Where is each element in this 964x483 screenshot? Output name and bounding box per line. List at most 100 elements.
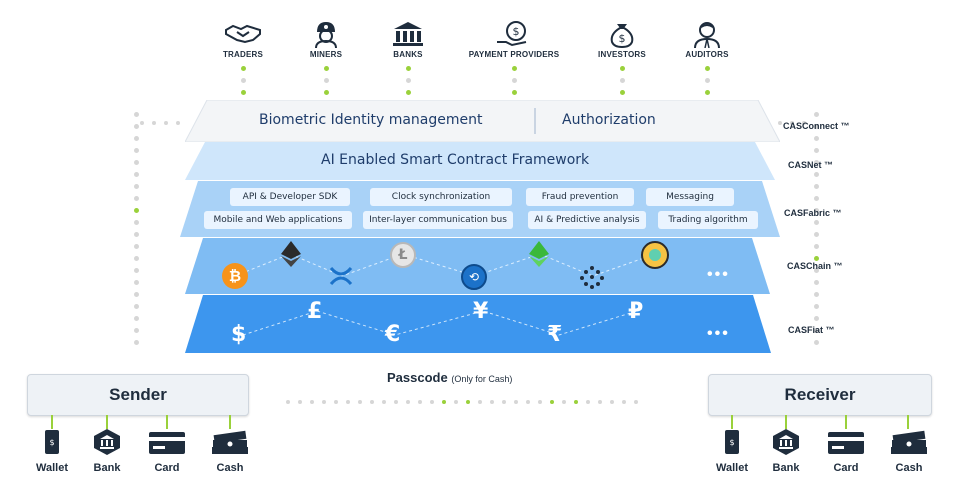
receiver-card: Card: [821, 429, 871, 474]
layer-casnet-shape: [185, 142, 775, 180]
bank-label: Bank: [93, 462, 121, 474]
cash-icon: [212, 430, 248, 454]
bank-label: Bank: [772, 462, 800, 474]
wallet-phone-icon: $: [725, 430, 739, 454]
vechain-icon: ⟲: [461, 264, 487, 290]
yen-symbol: ¥: [473, 299, 489, 324]
chain-more-indicator: •••: [707, 266, 730, 283]
cash-label: Cash: [216, 462, 244, 474]
euro-symbol: €: [385, 322, 401, 347]
entity-miners: MINERS: [271, 20, 381, 59]
dollar-symbol: $: [231, 322, 247, 347]
layer-name-casfiat: CASFiat ™: [788, 325, 835, 335]
card-label: Card: [154, 462, 180, 474]
nem-icon: [641, 241, 669, 269]
miner-icon: [315, 22, 337, 48]
auditor-icon: [694, 22, 720, 48]
entity-label: PAYMENT PROVIDERS: [468, 50, 560, 59]
money-bag-hand-icon: $: [497, 21, 527, 47]
bitcoin-icon: ₿: [222, 263, 248, 289]
layer-name-casconnect: CASConnect ™: [783, 121, 850, 131]
wallet-label: Wallet: [36, 462, 68, 474]
bank-icon: [94, 429, 120, 455]
connector-dots: [704, 66, 710, 102]
ripple-icon: [329, 266, 353, 286]
passcode-label: Passcode (Only for Cash): [387, 370, 512, 385]
sender-wallet: $ Wallet: [27, 429, 77, 474]
pill-messaging: Messaging: [646, 188, 734, 206]
authorization-label: Authorization: [562, 112, 656, 128]
left-side-dots: [133, 112, 139, 352]
iota-icon: [580, 266, 604, 289]
sender-cash: Cash: [205, 429, 255, 474]
connector-dots: [511, 66, 517, 102]
right-side-dots: [813, 112, 819, 352]
card-icon: [828, 432, 864, 454]
wallet-label: Wallet: [716, 462, 748, 474]
svg-text:$: $: [49, 438, 54, 447]
entity-payment-providers: $ PAYMENT PROVIDERS: [459, 20, 569, 59]
cash-label: Cash: [895, 462, 923, 474]
layer-name-caschain: CASChain ™: [787, 261, 843, 271]
entity-label: AUDITORS: [685, 50, 729, 59]
layer-casconnect-shape: [185, 100, 780, 142]
passcode-dots: [286, 391, 706, 404]
sender-bank: Bank: [82, 429, 132, 474]
ruble-symbol: ₽: [628, 299, 644, 324]
receiver-wallet: $ Wallet: [707, 429, 757, 474]
entity-banks: BANKS: [353, 20, 463, 59]
cash-icon: [891, 430, 927, 454]
layer-casfiat: $ £ € ¥ ₹ ₽ •••: [185, 295, 771, 353]
bank-icon: [773, 429, 799, 455]
ethereum-classic-icon: [529, 241, 549, 267]
connector-dots: [240, 66, 246, 102]
smart-contract-label: AI Enabled Smart Contract Framework: [321, 152, 590, 168]
entity-label: BANKS: [393, 50, 423, 59]
sender-connectors: [51, 415, 231, 429]
entity-label: INVESTORS: [598, 50, 646, 59]
card-label: Card: [833, 462, 859, 474]
svg-text:$: $: [513, 25, 520, 38]
pill-api-sdk: API & Developer SDK: [230, 188, 350, 206]
layer-casnet: AI Enabled Smart Contract Framework: [185, 142, 775, 180]
layer-caschain: ₿ Ł ⟲ •••: [185, 238, 770, 294]
connector-dots: [405, 66, 411, 102]
layer-casfiat-shape: [185, 295, 771, 353]
entity-investors: $ INVESTORS: [567, 20, 677, 59]
handshake-icon: [225, 24, 261, 44]
bank-icon: [393, 22, 423, 46]
money-bag-icon: $: [610, 24, 634, 48]
connector-dots: [323, 66, 329, 102]
connector-dots: [619, 66, 625, 102]
rupee-symbol: ₹: [547, 322, 563, 347]
entity-label: MINERS: [309, 50, 343, 59]
entity-auditors: AUDITORS: [652, 20, 762, 59]
biometric-identity-label: Biometric Identity management: [259, 112, 483, 128]
layer-casconnect: Biometric Identity management Authorizat…: [185, 100, 780, 142]
layer-name-casfabric: CASFabric ™: [784, 208, 842, 218]
layer-casfabric: API & Developer SDK Clock synchronizatio…: [180, 181, 780, 237]
sender-box: Sender: [27, 374, 249, 416]
pill-fraud-prevention: Fraud prevention: [526, 188, 634, 206]
pill-clock-sync: Clock synchronization: [370, 188, 512, 206]
litecoin-icon: Ł: [390, 242, 416, 268]
pound-symbol: £: [307, 299, 323, 324]
entity-traders: TRADERS: [188, 20, 298, 59]
pill-interlayer-bus: Inter-layer communication bus: [363, 211, 513, 229]
svg-text:$: $: [729, 438, 734, 447]
passcode-note: (Only for Cash): [451, 374, 513, 384]
fiat-more-indicator: •••: [707, 325, 730, 342]
sender-card: Card: [142, 429, 192, 474]
pill-mobile-web: Mobile and Web applications: [204, 211, 352, 229]
wallet-phone-icon: $: [45, 430, 59, 454]
receiver-connectors: [731, 415, 909, 429]
svg-text:$: $: [619, 32, 626, 45]
pill-trading-algorithm: Trading algorithm: [658, 211, 758, 229]
pill-ai-predictive: AI & Predictive analysis: [528, 211, 646, 229]
receiver-bank: Bank: [761, 429, 811, 474]
receiver-box: Receiver: [708, 374, 932, 416]
ethereum-icon: [281, 241, 301, 267]
passcode-title: Passcode: [387, 370, 448, 385]
entity-label: TRADERS: [222, 50, 264, 59]
layer-name-casnet: CASNet ™: [788, 160, 834, 170]
